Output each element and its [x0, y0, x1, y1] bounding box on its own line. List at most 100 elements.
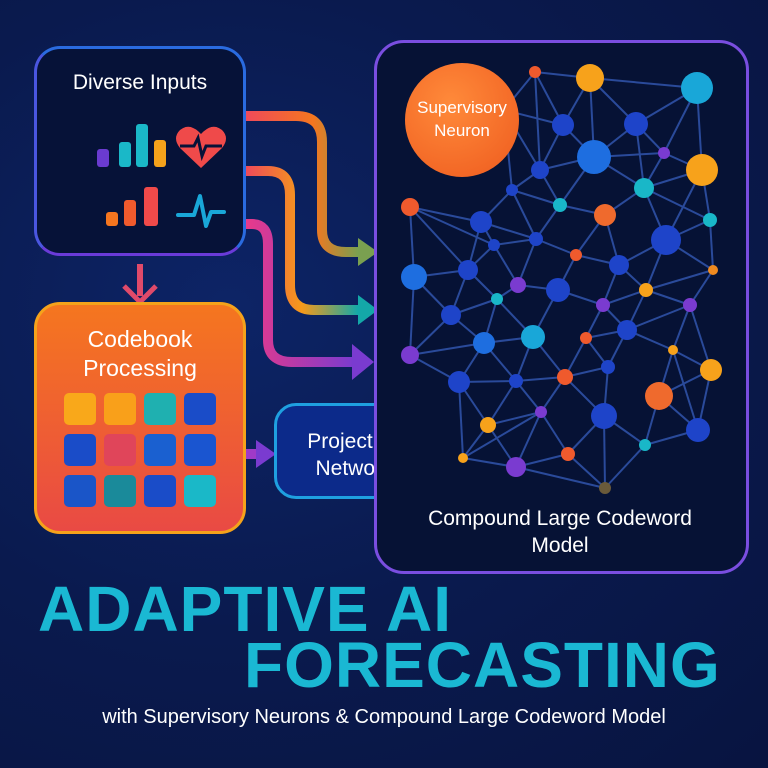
- network-edge: [645, 289, 691, 306]
- network-node: [531, 161, 549, 179]
- network-node: [596, 298, 610, 312]
- network-edge: [643, 187, 711, 221]
- codebook-cell: [64, 475, 96, 507]
- network-node: [510, 277, 526, 293]
- network-node: [441, 305, 461, 325]
- codebook-cell: [144, 434, 176, 466]
- network-node: [506, 184, 518, 196]
- network-node: [553, 198, 567, 212]
- network-node: [639, 283, 653, 297]
- codebook-cell: [64, 393, 96, 425]
- compound-model-title: Compound Large Codeword Model: [428, 507, 692, 557]
- codebook-cell: [144, 475, 176, 507]
- network-node: [577, 140, 611, 174]
- network-node: [546, 278, 570, 302]
- network-node: [703, 213, 717, 227]
- network-node: [458, 453, 468, 463]
- network-edge: [458, 381, 464, 459]
- network-node: [668, 345, 678, 355]
- arrow-inputs-to-model-1: [246, 111, 358, 257]
- network-edge: [511, 189, 537, 240]
- network-edge: [515, 466, 606, 489]
- codebook-processing-panel: Codebook Processing: [34, 302, 246, 534]
- arrowhead-2: [358, 295, 378, 325]
- network-edge: [409, 276, 415, 356]
- codebook-cell: [104, 434, 136, 466]
- headline-line2: FORECASTING: [244, 629, 721, 701]
- network-edge: [540, 411, 569, 455]
- network-node: [480, 417, 496, 433]
- codebook-title: Codebook Processing: [83, 326, 197, 381]
- network-node: [535, 406, 547, 418]
- diverse-inputs-panel: Diverse Inputs: [34, 46, 246, 256]
- arrowhead-1: [358, 238, 378, 266]
- network-node: [686, 154, 718, 186]
- network-edge: [493, 238, 537, 246]
- pulse-icon: [176, 194, 226, 228]
- network-node: [601, 360, 615, 374]
- network-node: [634, 178, 654, 198]
- codebook-cell: [64, 434, 96, 466]
- network-edge: [487, 380, 517, 426]
- bar-chart-icon: [97, 124, 166, 167]
- network-node: [645, 382, 673, 410]
- network-node: [617, 320, 637, 340]
- network-node: [401, 346, 419, 364]
- network-edge: [462, 411, 542, 459]
- arrow-inputs-to-model-2: [246, 166, 358, 315]
- network-edge: [672, 349, 699, 431]
- network-edge: [534, 71, 541, 171]
- network-node: [401, 264, 427, 290]
- network-node: [599, 482, 611, 494]
- arrow-inputs-to-model-3: [246, 219, 354, 367]
- diverse-inputs-title: Diverse Inputs: [72, 71, 208, 94]
- network-node: [470, 211, 492, 233]
- network-node: [448, 371, 470, 393]
- network-node: [529, 66, 541, 78]
- headline-line1: ADAPTIVE AI: [38, 573, 452, 645]
- network-edge: [409, 206, 482, 223]
- network-node: [686, 418, 710, 442]
- network-node: [557, 369, 573, 385]
- network-edge: [589, 77, 698, 89]
- network-node: [488, 239, 500, 251]
- network-edge: [515, 411, 542, 468]
- network-edge: [709, 219, 714, 271]
- network-node: [609, 255, 629, 275]
- arrowhead-3: [352, 344, 374, 380]
- network-node: [624, 112, 648, 136]
- network-edge: [409, 342, 485, 356]
- network-node: [683, 298, 697, 312]
- codebook-cell: [184, 434, 216, 466]
- codebook-cell: [184, 393, 216, 425]
- network-edge: [487, 411, 542, 426]
- network-node: [473, 332, 495, 354]
- network-edge: [689, 304, 712, 371]
- network-edge: [535, 238, 577, 256]
- network-node: [594, 204, 616, 226]
- network-node: [506, 457, 526, 477]
- network-edge: [567, 453, 606, 489]
- network-node: [570, 249, 582, 261]
- network-node: [591, 403, 617, 429]
- headline-subtitle: with Supervisory Neurons & Compound Larg…: [102, 706, 666, 728]
- network-edge: [517, 238, 537, 286]
- network-node: [639, 439, 651, 451]
- codebook-cell: [184, 475, 216, 507]
- supervisory-neuron: Supervisory Neuron: [405, 63, 519, 177]
- codebook-cell: [104, 393, 136, 425]
- network-node: [708, 265, 718, 275]
- network-node: [651, 225, 681, 255]
- network-node: [580, 332, 592, 344]
- codebook-cell: [104, 475, 136, 507]
- network-node: [491, 293, 503, 305]
- network-edge: [515, 376, 566, 382]
- network-node: [509, 374, 523, 388]
- network-edge: [626, 304, 691, 331]
- network-edge: [409, 206, 469, 271]
- network-node: [658, 147, 670, 159]
- network-node: [681, 72, 713, 104]
- network-node: [458, 260, 478, 280]
- network-node: [552, 114, 574, 136]
